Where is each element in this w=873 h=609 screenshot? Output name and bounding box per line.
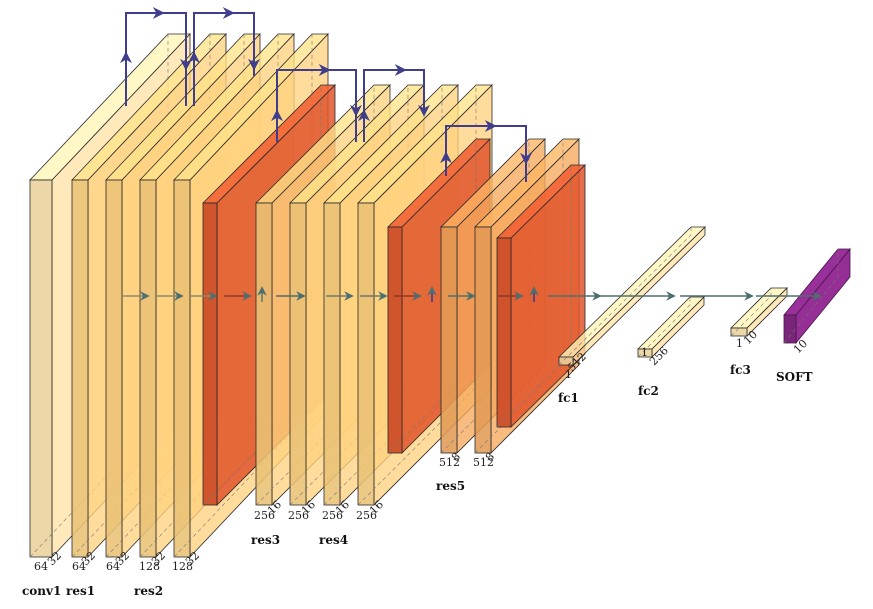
- dimension-label: 512: [473, 456, 494, 469]
- label-res2: res2: [134, 584, 163, 598]
- label-soft: SOFT: [776, 370, 813, 384]
- block-front-face: [139, 179, 157, 558]
- label-res5: res5: [436, 479, 465, 493]
- dimension-label: 256: [288, 509, 309, 522]
- label-fc2: fc2: [638, 384, 659, 398]
- block-front-face: [637, 348, 653, 358]
- dimension-label: 64: [34, 560, 48, 573]
- dimension-label: 64: [72, 560, 86, 573]
- block-front-face: [289, 202, 307, 506]
- block-front-face: [323, 202, 341, 506]
- block-fc: [730, 287, 788, 337]
- block-hidden-edge: [558, 227, 692, 366]
- forward-flow-arrows: [122, 286, 822, 302]
- label-fc3: fc3: [730, 363, 751, 377]
- block-fc: [637, 296, 705, 358]
- dimension-label: 64: [106, 560, 120, 573]
- block-front-face: [202, 202, 218, 506]
- block-front-face: [783, 314, 797, 344]
- dimension-label: 128: [139, 560, 160, 573]
- block-hidden-edge: [173, 34, 313, 558]
- label-conv1: conv1: [22, 584, 61, 598]
- block-front-face: [474, 226, 492, 454]
- dimension-label: 256: [356, 509, 377, 522]
- layer-group-labels: conv1 res1 res2 res3 res4 res5 fc1 fc2 f…: [22, 363, 813, 598]
- block-front-face: [173, 179, 191, 558]
- block-soft: [783, 247, 851, 345]
- dimension-label: 512: [439, 456, 460, 469]
- block-front-face: [105, 179, 123, 558]
- block-hidden-edge: [783, 249, 839, 344]
- block-hidden-edge: [637, 297, 691, 358]
- dimension-label: 1: [641, 346, 648, 359]
- skip-connection-arrows: [120, 7, 532, 182]
- label-res3: res3: [251, 533, 280, 547]
- label-res4: res4: [319, 533, 348, 547]
- block-front-face: [387, 226, 403, 454]
- dimension-label: 1: [736, 337, 743, 350]
- label-res1: res1: [66, 584, 95, 598]
- dimension-label: 1: [565, 368, 572, 381]
- block-front-face: [29, 179, 53, 558]
- block-front-face: [496, 237, 512, 428]
- block-front-face: [558, 356, 574, 366]
- label-fc1: fc1: [558, 391, 579, 405]
- block-front-face: [730, 327, 748, 337]
- block-front-face: [357, 202, 375, 506]
- block-front-face: [71, 179, 89, 558]
- dimension-label: 128: [172, 560, 193, 573]
- dimension-label: 256: [322, 509, 343, 522]
- dimension-label: 256: [254, 509, 275, 522]
- block-front-face: [255, 202, 273, 506]
- block-front-face: [440, 226, 458, 454]
- block-top-face: [637, 296, 705, 350]
